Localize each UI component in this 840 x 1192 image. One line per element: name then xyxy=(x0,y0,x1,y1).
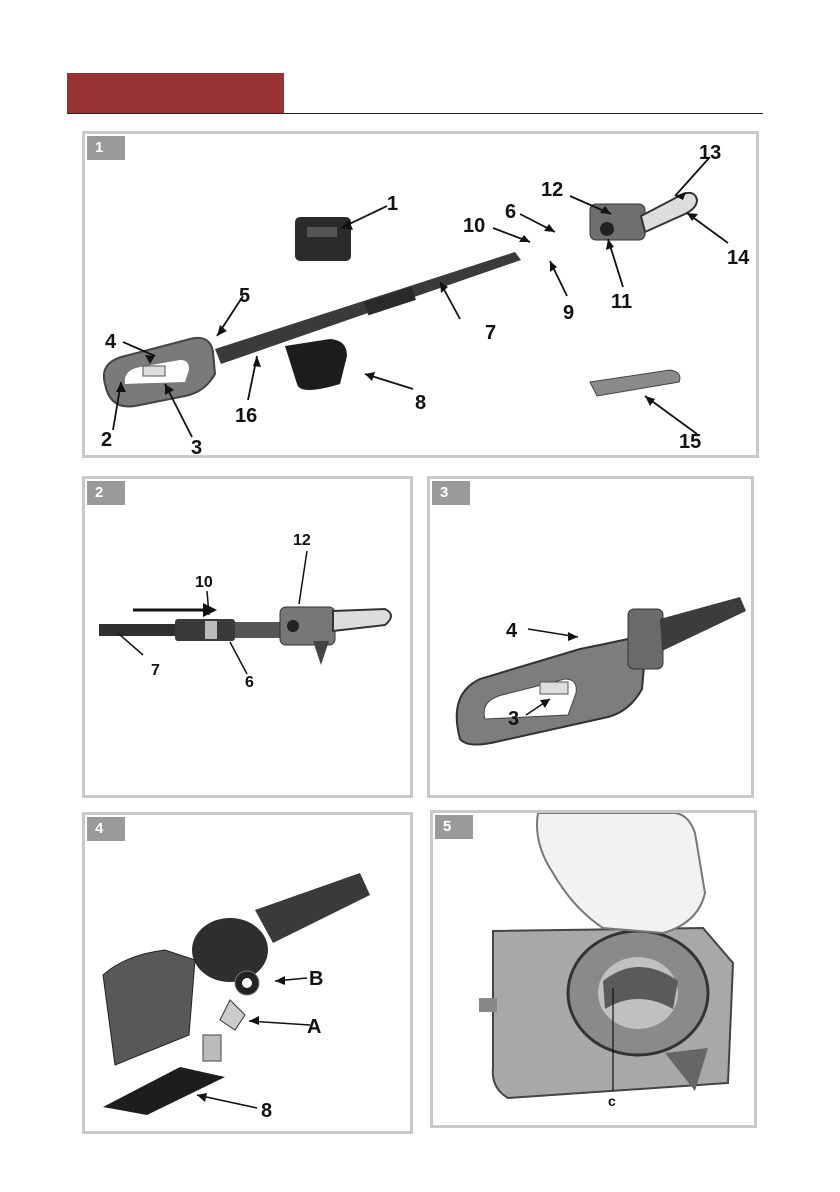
callout-A: A xyxy=(307,1016,321,1038)
figure-2-panel: 12 10 7 6 2 xyxy=(82,476,413,798)
callout-15: 15 xyxy=(679,431,701,453)
callout-10: 10 xyxy=(463,215,485,237)
callout-4: 4 xyxy=(506,620,518,642)
callout-9: 9 xyxy=(563,302,574,324)
housing xyxy=(103,950,195,1065)
figure-5-panel: c 5 xyxy=(430,810,757,1128)
callout-7: 7 xyxy=(485,322,496,344)
callout-12: 12 xyxy=(541,179,563,201)
callout-6: 6 xyxy=(245,674,254,691)
callout-12: 12 xyxy=(293,532,311,549)
hook-collar xyxy=(192,918,268,982)
pole-tube xyxy=(255,873,370,943)
callout-3: 3 xyxy=(508,708,519,730)
callout-B: B xyxy=(309,968,323,990)
motor-housing xyxy=(628,609,663,669)
figure-1-panel: 1 2 3 4 5 6 7 8 9 10 11 12 13 14 15 16 1 xyxy=(82,131,759,458)
shoulder-strap xyxy=(285,339,347,390)
figure-5-badge: 5 xyxy=(435,815,473,839)
figure-2-badge: 2 xyxy=(87,481,125,505)
figure-1-badge: 1 xyxy=(87,136,125,160)
callout-2: 2 xyxy=(101,429,112,451)
trigger-switch xyxy=(540,682,568,694)
guide-bar xyxy=(333,609,391,631)
guide-bar xyxy=(641,193,697,232)
trigger-switch xyxy=(143,366,165,376)
callout-8: 8 xyxy=(415,392,426,414)
callout-11: 11 xyxy=(611,291,632,313)
header-rule xyxy=(67,113,763,114)
figure-3-badge: 3 xyxy=(432,481,470,505)
motor-head xyxy=(590,204,645,240)
callout-1: 1 xyxy=(387,193,398,215)
callout-3: 3 xyxy=(191,437,202,455)
callout-6: 6 xyxy=(505,201,516,223)
hand xyxy=(537,813,705,933)
callout-14: 14 xyxy=(727,247,750,269)
bar-cover xyxy=(590,370,680,396)
pole-tube xyxy=(660,597,746,651)
section-header-tab xyxy=(67,73,284,114)
figure-4-panel: B A 8 4 xyxy=(82,812,413,1134)
shoulder-strap xyxy=(103,1067,225,1115)
figure-4-badge: 4 xyxy=(87,817,125,841)
callout-5: 5 xyxy=(239,285,250,307)
callout-4: 4 xyxy=(105,331,117,353)
figure-3-panel: 4 3 3 xyxy=(427,476,754,798)
strap-hook xyxy=(220,1000,245,1030)
callout-8: 8 xyxy=(261,1100,272,1122)
callout-7: 7 xyxy=(151,662,160,679)
callout-c: c xyxy=(608,1093,616,1109)
callout-10: 10 xyxy=(195,574,213,591)
figure-3-illustration: 4 3 xyxy=(430,479,751,795)
battery-pack xyxy=(295,217,351,261)
figure-1-illustration: 1 2 3 4 5 6 7 8 9 10 11 12 13 14 15 16 xyxy=(85,134,756,455)
callout-13: 13 xyxy=(699,142,721,164)
figure-2-illustration: 12 10 7 6 xyxy=(85,479,410,795)
callout-16: 16 xyxy=(235,405,257,427)
figure-4-illustration: B A 8 xyxy=(85,815,410,1131)
figure-5-illustration: c xyxy=(433,813,754,1125)
